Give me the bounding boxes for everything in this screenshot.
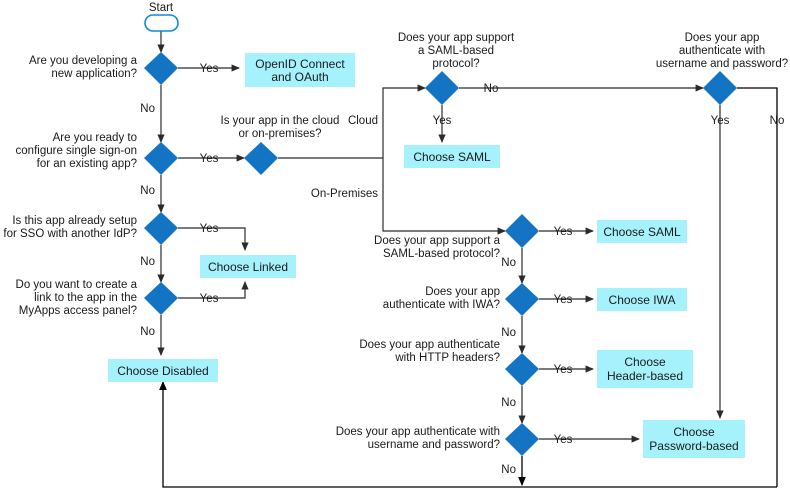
decision-existing-idp-label-line2: for SSO with another IdP? [3, 228, 137, 240]
start-label: Start [149, 2, 174, 14]
result-choose-header-based[interactable] [597, 350, 693, 388]
decision-userpass-bot-label-line1: Does your app authenticate with [336, 426, 500, 438]
edge-label-d9-yes: Yes [554, 294, 573, 306]
edge-label-d4-no: No [484, 83, 499, 95]
result-choose-password-based[interactable] [643, 420, 745, 458]
edge-label-d2-yes: Yes [200, 153, 219, 165]
decision-http-label-line1: Does your app authenticate [359, 339, 500, 351]
result-choose-disabled[interactable] [108, 359, 218, 382]
edge-label-d5-yes: Yes [711, 115, 730, 127]
edge-d7-yes [178, 281, 249, 299]
decision-saml-cloud-label-line3: protocol? [432, 58, 479, 70]
decision-existing-idp-label-line1: Is this app already setup [12, 215, 137, 227]
decision-iwa[interactable] [505, 283, 539, 316]
edge-d6-yes [178, 227, 249, 251]
decision-saml-cloud-label-line2: a SAML-based [418, 45, 494, 57]
decision-cloud-label-line2: or on-premises? [238, 128, 321, 140]
edge-label-d10-no: No [501, 397, 516, 409]
decision-cloud-or-onpremises[interactable] [244, 142, 278, 175]
result-header-based-label-line2: Header-based [607, 369, 683, 383]
result-choose-linked[interactable] [200, 255, 296, 278]
result-choose-disabled-label: Choose Disabled [117, 364, 208, 378]
result-choose-saml-onpremises[interactable] [597, 220, 687, 243]
decision-ready-sso-label-line3: for an existing app? [37, 158, 137, 170]
edge-label-d4-yes: Yes [433, 115, 452, 127]
result-choose-iwa[interactable] [597, 288, 687, 311]
decision-userpass-top-label-line1: Does your app [685, 32, 760, 44]
edge-label-d11-no: No [501, 464, 516, 476]
decision-myapps-label-line2: link to the app in the [34, 292, 137, 304]
decision-existing-idp[interactable] [144, 212, 178, 245]
edge-label-d1-yes: Yes [200, 63, 219, 75]
decision-userpass-top-label-line3: username and password? [656, 58, 788, 70]
decision-ready-sso-label-line1: Are you ready to [53, 132, 137, 144]
edge-label-d5-no: No [770, 115, 785, 127]
decision-myapps-label-line1: Do you want to create a [16, 279, 138, 291]
result-choose-iwa-label: Choose IWA [609, 293, 676, 307]
edge-label-d11-yes: Yes [554, 434, 573, 446]
decision-saml-cloud-label-line1: Does your app support [398, 32, 515, 44]
decision-userpass-top-label-line2: authenticate with [679, 45, 765, 57]
decision-ready-configure-sso[interactable] [144, 142, 178, 175]
decision-new-application-label-line2: new application? [51, 68, 137, 80]
decision-cloud-label-line1: Is your app in the cloud [221, 115, 340, 127]
edge-label-d9-no: No [501, 327, 516, 339]
result-openid-connect-oauth[interactable] [245, 53, 355, 87]
result-choose-saml-cloud[interactable] [404, 145, 500, 168]
decision-http-label-line2: with HTTP headers? [394, 352, 500, 364]
decision-new-application[interactable] [144, 52, 178, 85]
decision-username-password-cloud[interactable] [703, 71, 737, 105]
edge-d3-onprem [382, 158, 506, 235]
edge-label-d2-no: No [140, 185, 155, 197]
edge-label-d8-no: No [501, 257, 516, 269]
decision-userpass-bot-label-line2: username and password? [368, 439, 500, 451]
decision-new-application-label-line1: Are you developing a [29, 55, 138, 67]
edge-d3-cloud [382, 84, 426, 158]
edge-label-d1-no: No [140, 103, 155, 115]
edge-label-d6-no: No [140, 256, 155, 268]
edge-label-cloud: Cloud [348, 115, 378, 127]
result-choose-saml-cloud-label: Choose SAML [413, 150, 491, 164]
decision-saml-onpremises[interactable] [505, 214, 539, 248]
edge-label-d7-yes: Yes [200, 293, 219, 305]
result-choose-linked-label: Choose Linked [208, 260, 288, 274]
edge-label-d6-yes: Yes [200, 223, 219, 235]
decision-saml-cloud[interactable] [425, 71, 459, 105]
result-password-based-label-line2: Password-based [649, 439, 738, 453]
decision-myapps-label-line3: MyApps access panel? [19, 305, 137, 317]
edge-label-d10-yes: Yes [554, 364, 573, 376]
result-choose-saml-onprem-label: Choose SAML [603, 225, 681, 239]
result-openid-label-line1: OpenID Connect [255, 57, 345, 71]
decision-username-password-onpremises[interactable] [505, 423, 539, 456]
decision-myapps-link[interactable] [144, 282, 178, 315]
result-openid-label-line2: and OAuth [271, 70, 328, 84]
edge-label-onpremises: On-Premises [311, 188, 378, 200]
decision-saml-onprem-label-line1: Does your app support a [374, 235, 501, 247]
edge-bottom-rail-to-disabled [159, 380, 777, 488]
decision-iwa-label-line2: authenticate with IWA? [383, 299, 500, 311]
decision-saml-onprem-label-line2: SAML-based protocol? [383, 248, 500, 260]
decision-http-headers[interactable] [505, 353, 539, 386]
start-terminator[interactable] [144, 14, 179, 32]
edge-label-d7-no: No [140, 326, 155, 338]
edge-label-d8-yes: Yes [554, 226, 573, 238]
edge-d5-no [737, 87, 778, 487]
decision-iwa-label-line1: Does your app [425, 286, 500, 298]
result-header-based-label-line1: Choose [624, 355, 666, 369]
decision-ready-sso-label-line2: configure single sign-on [16, 145, 137, 157]
result-password-based-label-line1: Choose [673, 425, 715, 439]
